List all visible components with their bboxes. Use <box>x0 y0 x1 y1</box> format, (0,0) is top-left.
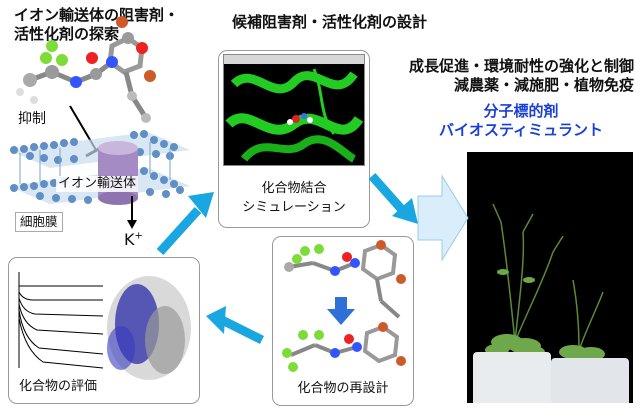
left-title-line1: イオン輸送体の阻害剤・ <box>14 6 180 24</box>
product-line2: バイオスティミュラント <box>438 121 604 139</box>
ion-charge: + <box>134 230 143 242</box>
ion-flow-arrowhead <box>127 220 137 229</box>
evaluation-panel: 化合物の評価 <box>8 257 200 404</box>
redesign-label: 化合物の再設計 <box>297 381 389 396</box>
left-title-line2: 活性化剤の探索 <box>14 25 120 43</box>
redesign-molecules <box>282 240 406 372</box>
ion-symbol: K <box>124 230 135 249</box>
ion-label: K+ <box>124 230 143 249</box>
ion-transporter <box>98 141 138 205</box>
inhibitor-molecule <box>16 16 156 123</box>
simulation-label: 化合物結合 シミュレーション <box>219 179 369 217</box>
simulation-panel: 化合物結合 シミュレーション <box>218 50 370 228</box>
membrane-label: 細胞膜 <box>15 212 63 232</box>
evaluation-graphics <box>18 272 191 380</box>
product-text: 分子標的剤 バイオスティミュラント <box>430 102 612 140</box>
transporter-label: イオン輸送体 <box>56 176 139 192</box>
simulation-screenshot <box>223 54 365 166</box>
benefits-line2: 減農薬・減施肥・植物免疫 <box>453 76 634 94</box>
viewer-toolbar <box>224 55 364 64</box>
plant-drawing <box>473 203 629 403</box>
benefits-text: 成長促進・環境耐性の強化と制御 減農薬・減施肥・植物免疫 <box>392 57 634 95</box>
simulation-label-line1: 化合物結合 <box>261 181 327 196</box>
simulation-label-line2: シミュレーション <box>242 200 346 215</box>
inhibition-label: 抑制 <box>18 111 46 127</box>
left-title: イオン輸送体の阻害剤・ 活性化剤の探索 <box>14 6 179 44</box>
protein-structure <box>107 276 191 380</box>
protein-ribbon <box>225 68 364 163</box>
plant-photo <box>467 152 633 403</box>
evaluation-label: 化合物の評価 <box>19 379 98 394</box>
benefits-line1: 成長促進・環境耐性の強化と制御 <box>408 57 634 75</box>
current-traces <box>18 272 104 369</box>
center-title: 候補阻害剤・活性化剤の設計 <box>232 13 428 31</box>
product-line1: 分子標的剤 <box>483 102 559 120</box>
redesign-panel: 化合物の再設計 <box>272 236 414 406</box>
